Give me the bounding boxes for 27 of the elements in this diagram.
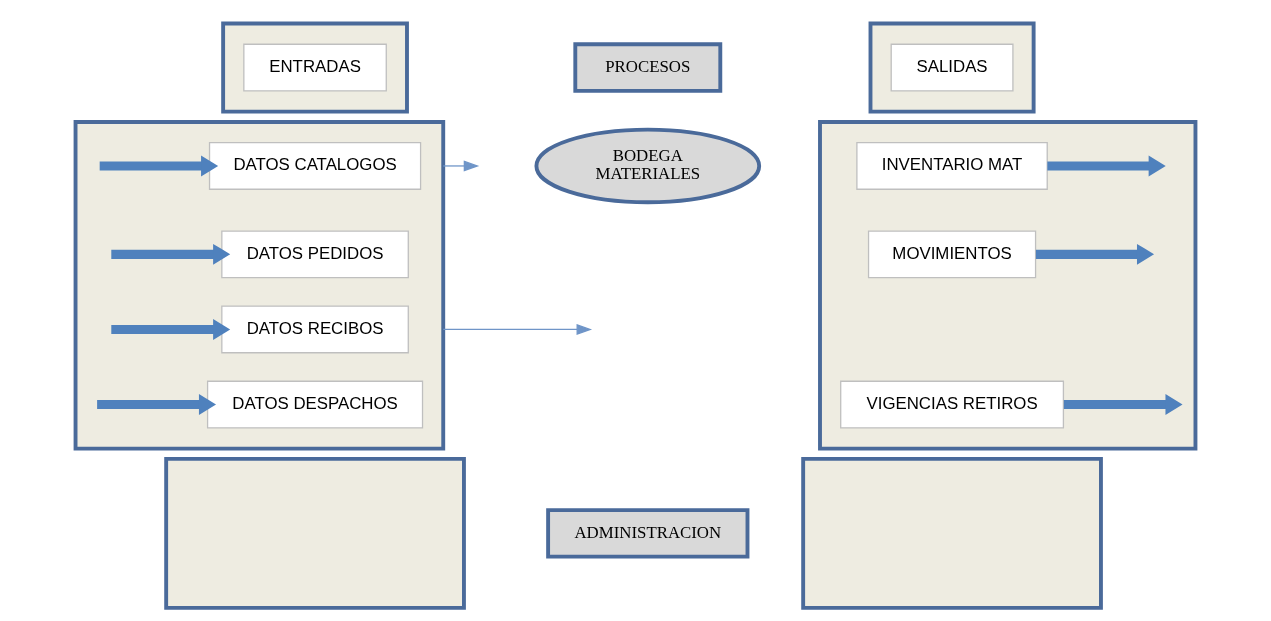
node-box: INVENTARIO MAT <box>856 142 1048 190</box>
arrow <box>1063 394 1183 416</box>
node-ellipse: BODEGA MATERIALES <box>534 127 762 205</box>
node-box <box>164 457 466 610</box>
arrow <box>1035 243 1155 265</box>
node-box <box>801 457 1103 610</box>
node-box: DATOS RECIBOS <box>221 305 409 354</box>
node-box: DATOS CATALOGOS <box>208 142 422 190</box>
node-box: DATOS PEDIDOS <box>221 230 409 279</box>
arrow <box>111 243 231 265</box>
arrow <box>1047 155 1166 177</box>
cluster <box>73 120 446 451</box>
cluster <box>818 120 1198 451</box>
node-box: MOVIMIENTOS <box>867 230 1037 279</box>
arrow <box>111 319 231 340</box>
cluster <box>868 21 1036 114</box>
node-box: ENTRADAS <box>243 43 387 92</box>
node-box: VIGENCIAS RETIROS <box>840 380 1065 429</box>
node-box: SALIDAS <box>890 43 1014 92</box>
arrow <box>442 160 480 172</box>
node-box: DATOS DESPACHOS <box>206 380 424 429</box>
arrow <box>442 324 593 335</box>
node-box: PROCESOS <box>573 42 723 93</box>
arrow <box>99 155 219 177</box>
cluster <box>221 21 409 114</box>
node-box: ADMINISTRACION <box>546 508 750 559</box>
arrow <box>97 394 217 416</box>
